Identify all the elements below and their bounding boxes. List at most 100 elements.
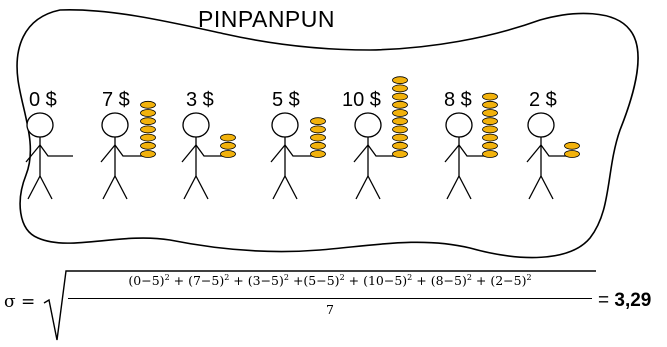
coin (392, 84, 408, 93)
figure-right-arm (195, 144, 229, 157)
term-exponent: 2 (164, 273, 170, 282)
figure-left-leg (355, 175, 369, 200)
figure-right-leg (195, 175, 209, 200)
coin (220, 141, 236, 150)
coin (482, 92, 498, 101)
figure-right-leg (39, 175, 53, 200)
figure-head (182, 112, 210, 138)
amount-label: 10 $ (342, 89, 381, 111)
result-equals: = (598, 290, 615, 311)
coin (392, 92, 408, 101)
fraction-line (68, 298, 592, 299)
figure-right-arm (284, 144, 318, 157)
amount-label: 8 $ (444, 89, 472, 111)
coin (140, 150, 156, 158)
coin (310, 150, 326, 158)
figures-layer (25, 112, 574, 200)
result-value: 3,29 (614, 290, 652, 311)
amount-label: 0 $ (29, 89, 57, 111)
amount-label: 3 $ (186, 89, 214, 111)
term-separator: + (169, 273, 189, 289)
coin (482, 109, 498, 117)
coin (392, 125, 408, 134)
stick-figure (444, 112, 492, 200)
stick-figure (181, 112, 229, 200)
coin (392, 76, 408, 85)
coin (140, 141, 156, 150)
term-exponent: 2 (526, 273, 532, 282)
coins-layer (140, 76, 580, 158)
coin (140, 100, 156, 109)
coin (392, 109, 408, 117)
amount-label: 7 $ (102, 89, 130, 111)
figure-left-leg (528, 175, 542, 200)
coin (564, 150, 580, 158)
formula-result: = 3,29 (598, 290, 651, 312)
term-separator: + (229, 273, 248, 289)
figure-right-leg (284, 175, 298, 200)
figure-right-leg (114, 175, 128, 200)
term-exponent: 2 (283, 273, 289, 282)
coin (140, 133, 156, 142)
figure-right-arm (39, 144, 73, 157)
coin (482, 133, 498, 142)
term-separator: + (412, 273, 431, 289)
term-exponent: 2 (224, 273, 230, 282)
coin (220, 133, 236, 142)
coin (140, 117, 156, 126)
term-exponent: 2 (407, 273, 413, 282)
figure-right-arm (114, 144, 148, 157)
figure-left-arm (270, 144, 286, 163)
figure-head (527, 112, 555, 138)
formula-numerator: (0−5)2 + (7−5)2 + (3−5)2 +(5−5)2 + (10−5… (68, 273, 592, 288)
stick-figure (270, 112, 318, 200)
island-outline (16, 9, 639, 259)
term-base: (8−5) (430, 273, 467, 289)
coin (482, 125, 498, 134)
coin (482, 141, 498, 150)
figure-right-arm (367, 144, 401, 157)
term-base: (10−5) (363, 273, 408, 289)
stick-figure (25, 112, 73, 200)
term-exponent: 2 (466, 273, 472, 282)
std-dev-formula: σ = (0−5)2 + (7−5)2 + (3−5)2 +(5−5)2 + (… (0, 270, 667, 347)
coin (564, 141, 580, 150)
figure-left-arm (100, 144, 116, 163)
formula-denominator: 7 (326, 302, 334, 317)
term-base: (3−5) (247, 273, 284, 289)
figure-left-leg (446, 175, 460, 200)
figure-left-leg (183, 175, 197, 200)
coin (392, 150, 408, 158)
figure-left-arm (25, 144, 41, 163)
term-base: (5−5) (303, 273, 340, 289)
term-separator: + (471, 273, 491, 289)
stick-figure (353, 112, 401, 200)
figure-left-arm (353, 144, 369, 163)
sigma-symbol: σ = (4, 292, 36, 312)
figure-head (101, 112, 129, 138)
coin (220, 150, 236, 158)
term-base: (2−5) (490, 273, 527, 289)
coin (482, 100, 498, 109)
term-base: (7−5) (188, 273, 225, 289)
term-base: (0−5) (128, 273, 165, 289)
amount-label: 2 $ (529, 89, 557, 111)
figure-left-arm (181, 144, 197, 163)
coin (392, 117, 408, 126)
figure-left-leg (102, 175, 116, 200)
figure-head (26, 112, 54, 138)
stick-figure (100, 112, 148, 200)
term-separator: + (288, 273, 304, 289)
island-title: PINPANPUN (198, 6, 335, 32)
radical-sign (43, 270, 596, 341)
coin (482, 150, 498, 158)
coin (392, 141, 408, 150)
coin (140, 125, 156, 134)
term-separator: + (344, 273, 364, 289)
figure-head (354, 112, 382, 138)
term-exponent: 2 (339, 273, 345, 282)
figure-left-arm (526, 144, 542, 163)
figure-head (271, 112, 299, 138)
coin (482, 117, 498, 126)
coin (310, 141, 326, 150)
